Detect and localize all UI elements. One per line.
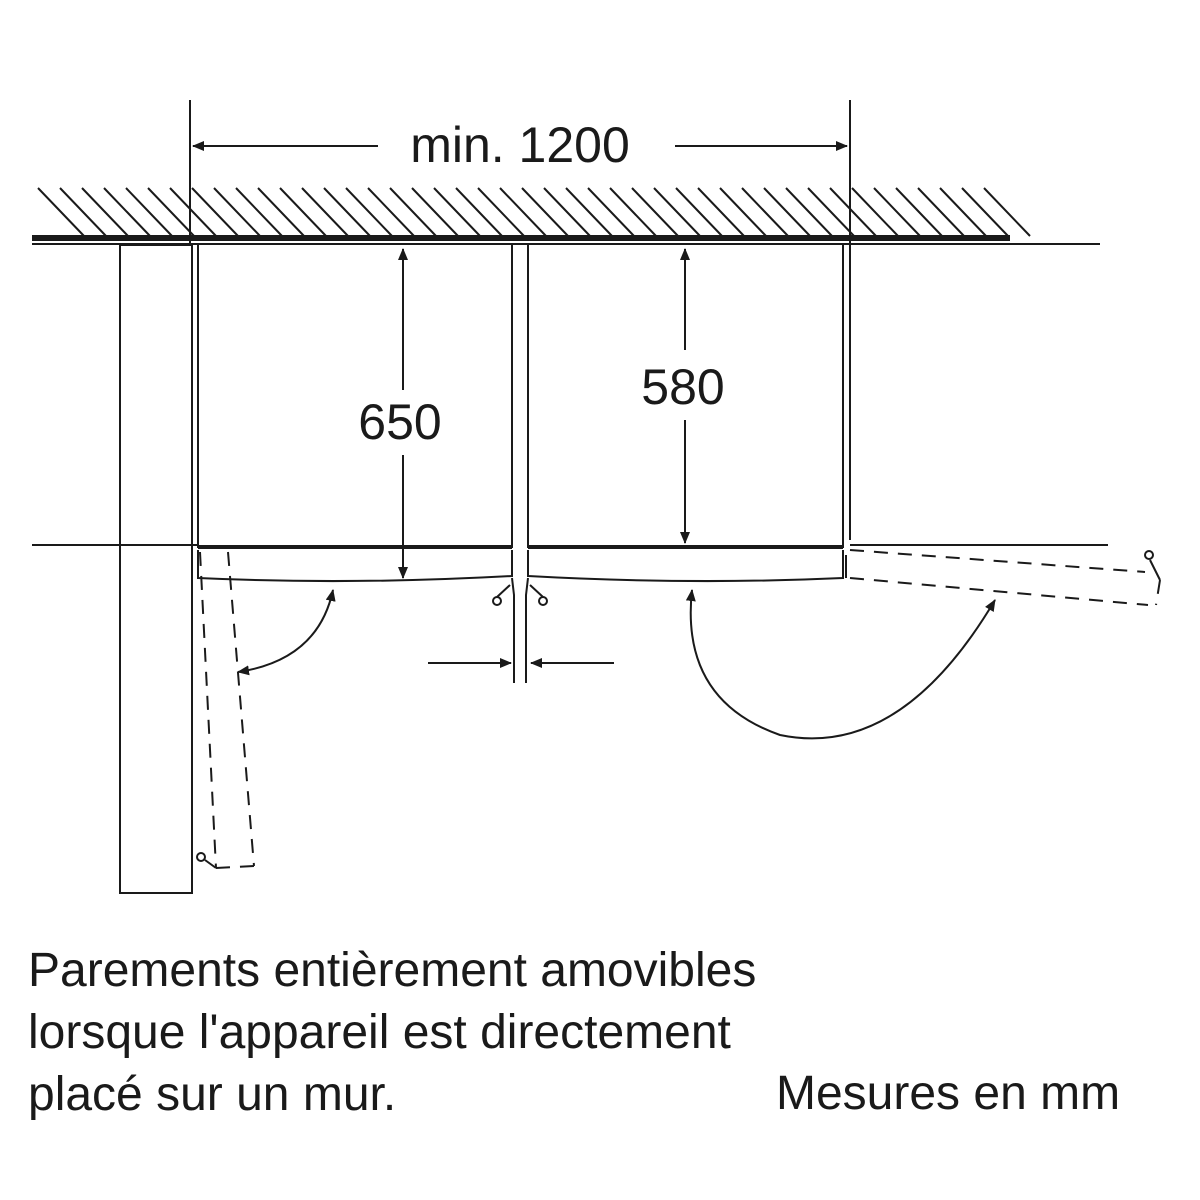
hatch-stroke bbox=[125, 187, 173, 237]
left-door-open-dashed bbox=[199, 551, 255, 869]
hatch-stroke bbox=[103, 187, 151, 237]
hatch-stroke bbox=[455, 187, 503, 237]
hatch-stroke bbox=[433, 187, 481, 237]
installation-note: Parements entièrement amovibles lorsque … bbox=[28, 940, 928, 1126]
hatch-stroke bbox=[59, 187, 107, 237]
hatch-stroke bbox=[235, 187, 283, 237]
hatch-stroke bbox=[829, 187, 877, 237]
width-dimension bbox=[189, 100, 851, 245]
right-door-handle bbox=[1144, 550, 1154, 560]
hatch-stroke bbox=[389, 187, 437, 237]
left-swing-arc bbox=[237, 589, 336, 676]
hatch-stroke bbox=[477, 187, 525, 237]
hatch-stroke bbox=[895, 187, 943, 237]
right-door-panel bbox=[527, 550, 844, 583]
hatch-stroke bbox=[609, 187, 657, 237]
width-dimension-label: min. 1200 bbox=[410, 117, 630, 173]
hatch-stroke bbox=[983, 187, 1031, 237]
hatch-stroke bbox=[807, 187, 855, 237]
hatch-stroke bbox=[939, 187, 987, 237]
hatch-stroke bbox=[411, 187, 459, 237]
hatch-stroke bbox=[147, 187, 195, 237]
hatch-stroke bbox=[873, 187, 921, 237]
hatch-stroke bbox=[323, 187, 371, 237]
hatch-stroke bbox=[213, 187, 261, 237]
side-wall-column bbox=[119, 244, 193, 894]
hatch-stroke bbox=[37, 187, 85, 237]
right-door-open-dashed bbox=[849, 549, 1161, 606]
hatch-stroke bbox=[653, 187, 701, 237]
right-appliance bbox=[527, 245, 844, 583]
hatch-stroke bbox=[521, 187, 569, 237]
hatch-stroke bbox=[587, 187, 635, 237]
units-label: Mesures en mm bbox=[776, 1067, 1121, 1120]
hatch-stroke bbox=[961, 187, 1009, 237]
right-depth-label: 580 bbox=[641, 359, 724, 415]
hatch-stroke bbox=[279, 187, 327, 237]
hatch-stroke bbox=[191, 187, 239, 237]
hatch-stroke bbox=[367, 187, 415, 237]
left-appliance bbox=[197, 245, 513, 583]
left-depth-label: 650 bbox=[358, 394, 441, 450]
hatch-stroke bbox=[565, 187, 613, 237]
hatch-stroke bbox=[851, 187, 899, 237]
hatch-stroke bbox=[301, 187, 349, 237]
note-line-1: Parements entièrement amovibles bbox=[28, 944, 757, 997]
hatch-stroke bbox=[785, 187, 833, 237]
right-swing-arc bbox=[685, 589, 996, 740]
left-door-handle bbox=[196, 852, 206, 862]
hatch-stroke bbox=[631, 187, 679, 237]
hatch-stroke bbox=[675, 187, 723, 237]
hatch-stroke bbox=[763, 187, 811, 237]
hatch-stroke bbox=[499, 187, 547, 237]
note-line-2: lorsque l'appareil est directement bbox=[28, 1006, 731, 1059]
left-hinge-pin bbox=[492, 596, 502, 606]
note-line-3: placé sur un mur. bbox=[28, 1068, 397, 1121]
hatch-stroke bbox=[169, 187, 217, 237]
left-door-panel bbox=[197, 550, 513, 583]
hatch-stroke bbox=[697, 187, 745, 237]
hatch-stroke bbox=[741, 187, 789, 237]
right-hinge-pin bbox=[538, 596, 548, 606]
wall-hatching bbox=[37, 187, 1031, 237]
hatch-stroke bbox=[345, 187, 393, 237]
hatch-stroke bbox=[917, 187, 965, 237]
hatch-stroke bbox=[81, 187, 129, 237]
hatch-stroke bbox=[257, 187, 305, 237]
gap-indicator bbox=[428, 577, 614, 683]
hatch-stroke bbox=[543, 187, 591, 237]
hatch-stroke bbox=[719, 187, 767, 237]
